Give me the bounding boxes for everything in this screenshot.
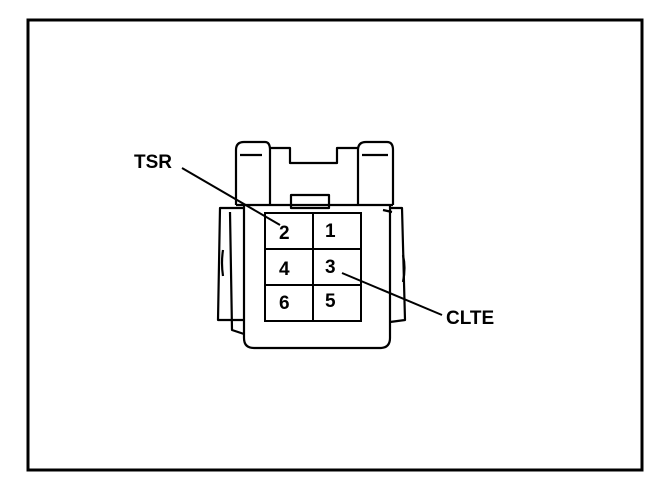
side-clip-right xyxy=(389,206,407,324)
side-clip-right-notch xyxy=(401,254,406,283)
pin-label-4: 4 xyxy=(279,259,290,280)
latch-tab-right xyxy=(356,140,395,205)
housing-outline xyxy=(242,205,392,350)
pin-label-2: 2 xyxy=(279,223,290,244)
pin-label-1: 1 xyxy=(325,221,336,242)
terminal-grid xyxy=(264,212,362,322)
callout-clte: CLTE xyxy=(446,308,494,329)
callout-tsr: TSR xyxy=(134,152,172,173)
side-clip-left-notch xyxy=(220,249,225,277)
leader-line-clte xyxy=(341,272,443,316)
leader-line-tsr xyxy=(181,167,281,226)
pin-label-6: 6 xyxy=(279,293,290,314)
latch-tab-left xyxy=(234,140,272,205)
center-latch-top xyxy=(270,146,358,165)
side-clip-right-inner xyxy=(382,208,393,214)
pin-label-5: 5 xyxy=(325,291,336,312)
connector-body xyxy=(216,140,407,350)
side-clip-left-inner xyxy=(228,211,245,336)
pin-label-3: 3 xyxy=(325,257,336,278)
frame-border xyxy=(26,18,644,472)
center-latch-slot xyxy=(289,193,331,210)
